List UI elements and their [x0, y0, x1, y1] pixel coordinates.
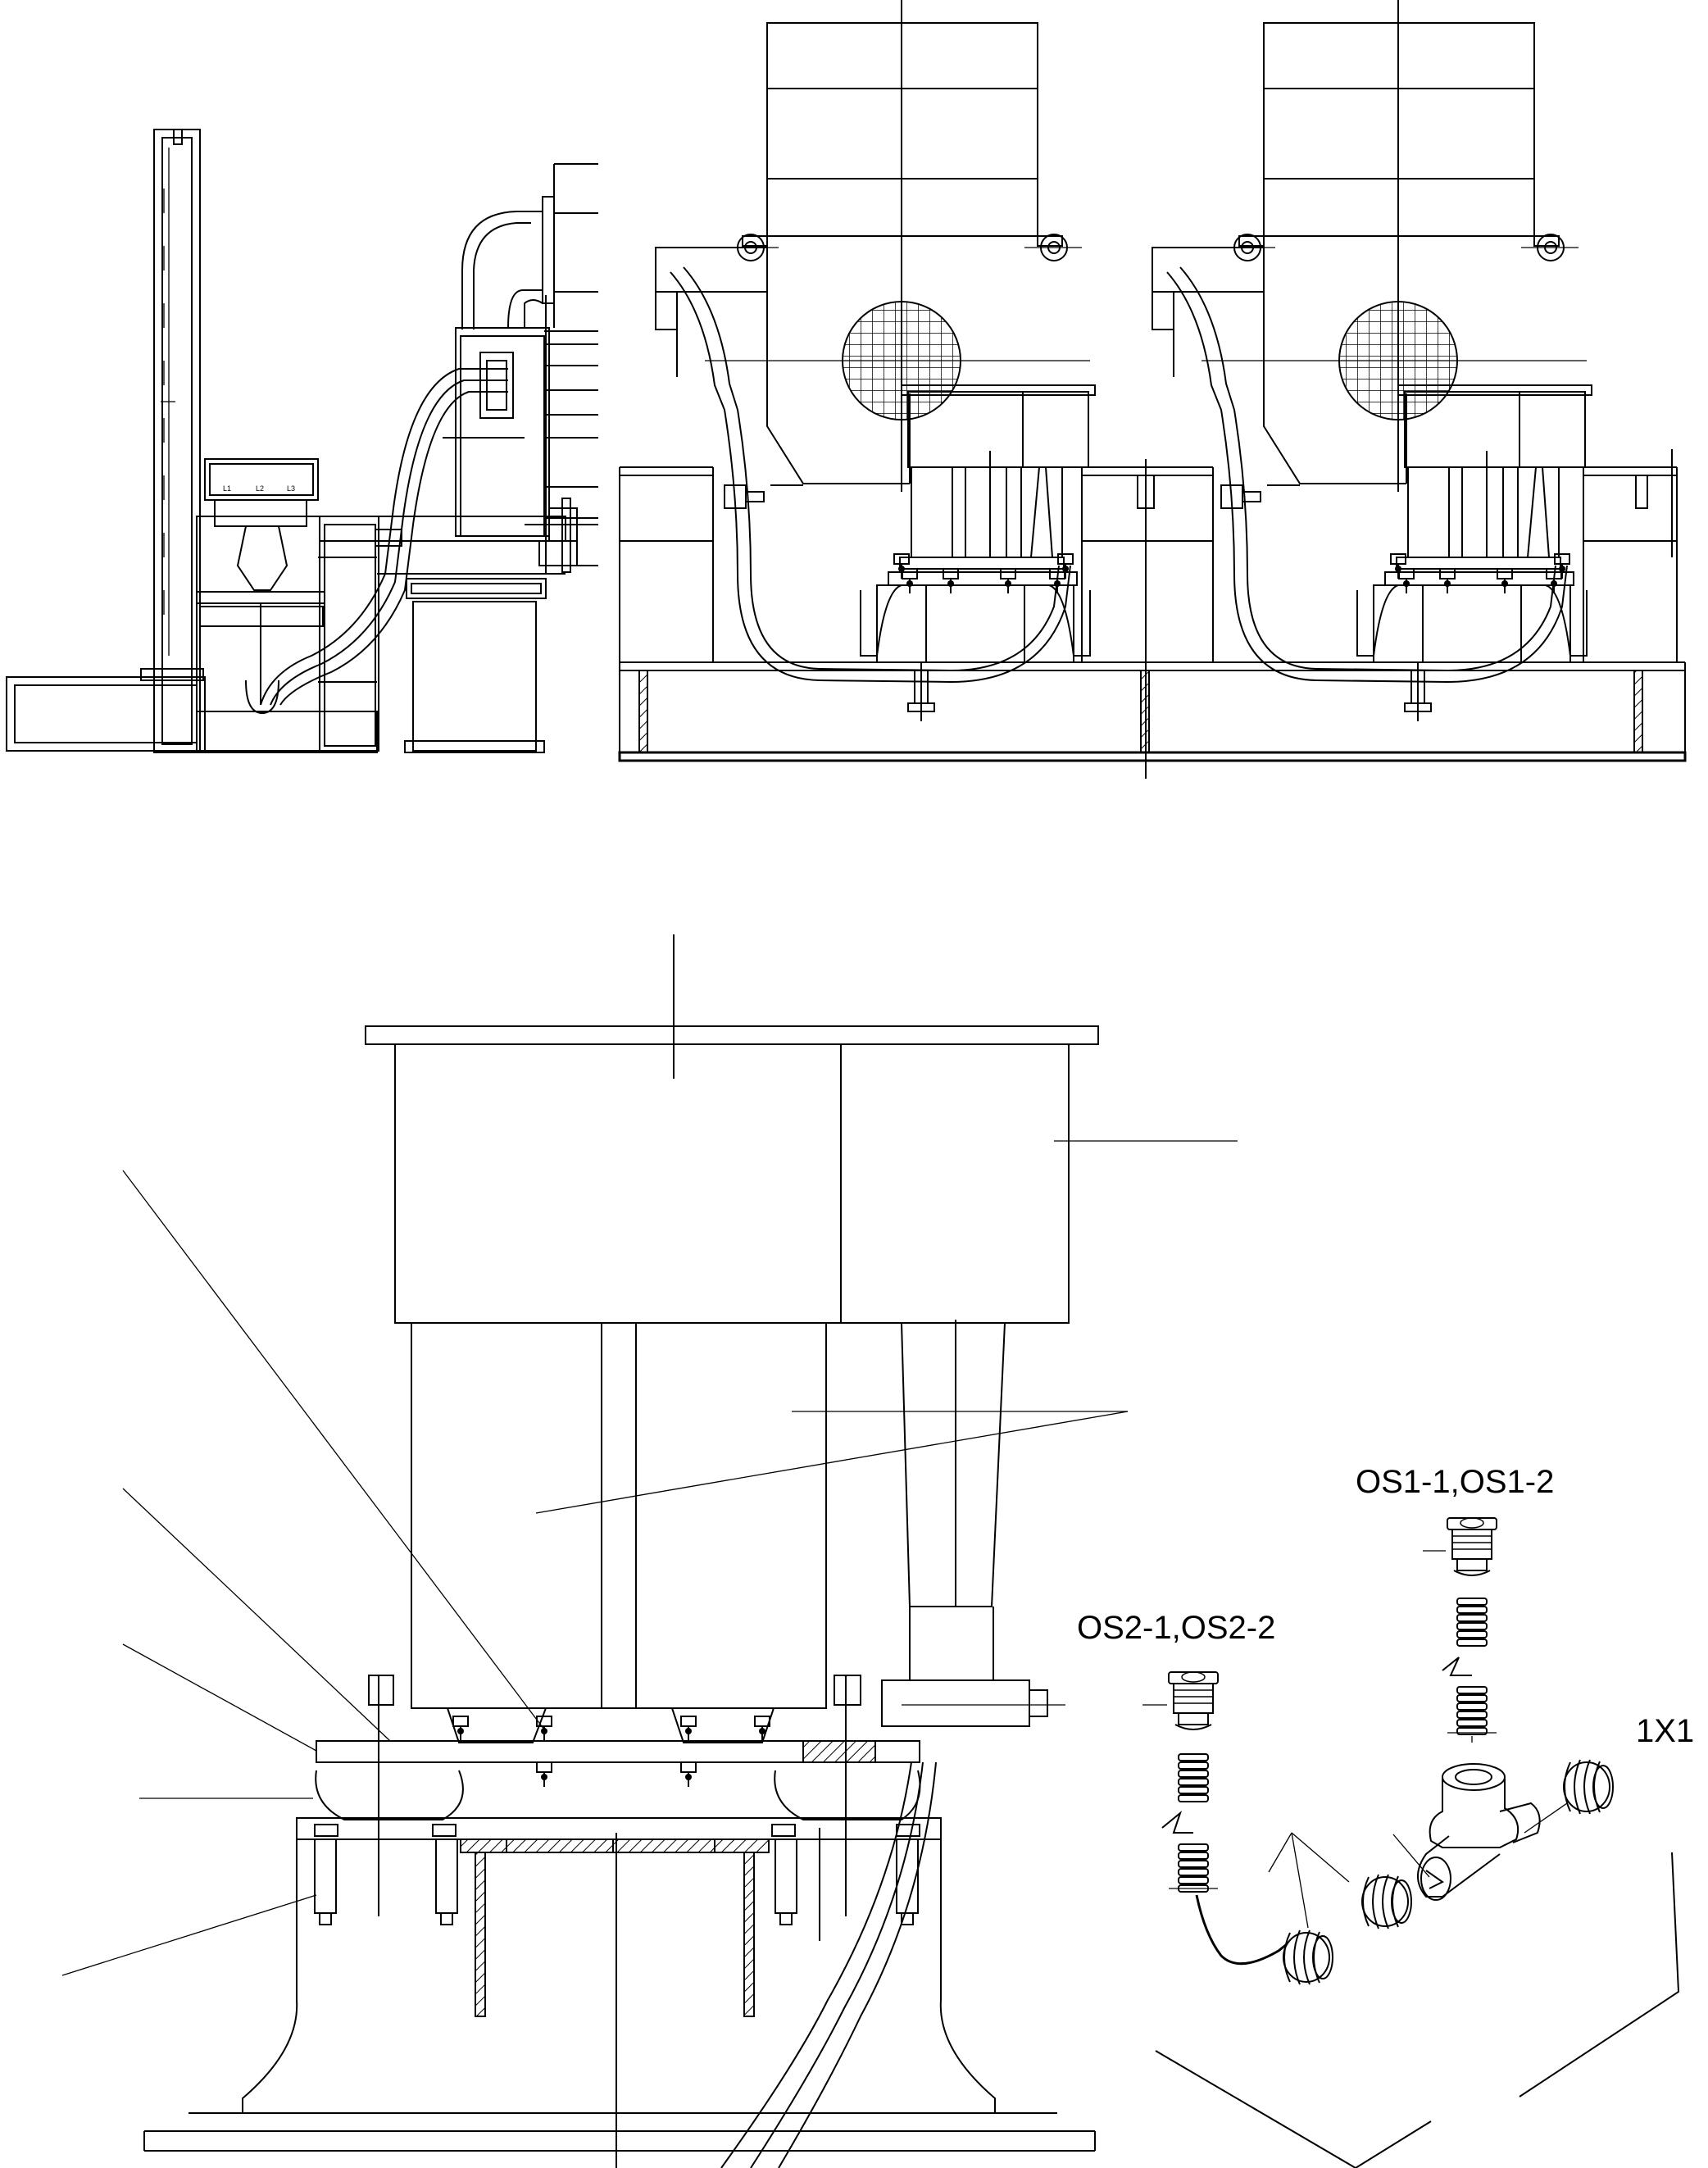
- label-os2: OS2-1,OS2-2: [1077, 1610, 1276, 1646]
- unit-a: [655, 0, 1096, 721]
- enlarged-detail-view: [61, 934, 1238, 2168]
- front-elevation-view: [618, 0, 1687, 779]
- unit-b: [1152, 0, 1592, 721]
- cable-gland-exploded-view: [1142, 1517, 1680, 2168]
- terminal-label-l3: L3: [287, 484, 296, 493]
- terminal-label-l2: L2: [256, 484, 265, 493]
- terminal-label-l1: L1: [223, 484, 232, 493]
- t-connector: [1392, 1763, 1568, 1901]
- label-1x1: 1X1: [1636, 1713, 1695, 1749]
- side-elevation-view: [6, 129, 598, 753]
- label-os1: OS1-1,OS1-2: [1356, 1464, 1555, 1500]
